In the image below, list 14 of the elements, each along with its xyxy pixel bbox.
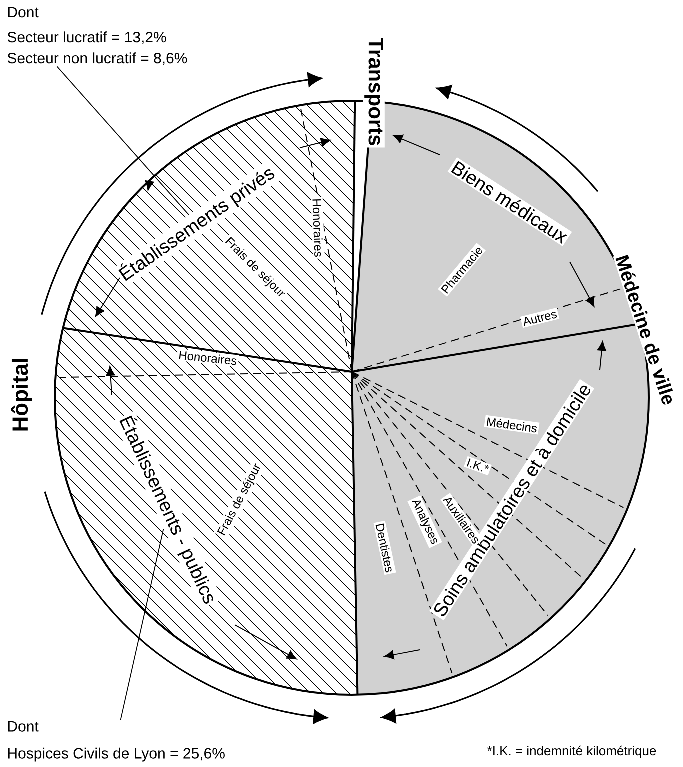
footnote: *I.K. = indemnité kilométrique <box>487 746 656 758</box>
note-text: Dont Hospices Civils de Lyon = 25,6% <box>8 721 225 762</box>
segment-label: Honoraires <box>176 348 240 368</box>
segment-label: Honoraires <box>311 196 325 260</box>
segment-label: Autres <box>520 308 560 328</box>
sector-label: Transports <box>363 36 385 148</box>
leader-line <box>120 528 164 721</box>
sector-label: Hôpital <box>12 359 32 431</box>
leader-line <box>56 66 190 216</box>
segment-label: Médecins <box>484 415 540 435</box>
segment-label: I.K.* <box>464 456 492 476</box>
segment-label: Frais de séjour <box>214 460 266 540</box>
note-text: Dont Secteur lucratif = 13,2% Secteur non lucratif = 8,6% <box>8 7 188 66</box>
segment-label: Dentistes <box>374 520 396 576</box>
